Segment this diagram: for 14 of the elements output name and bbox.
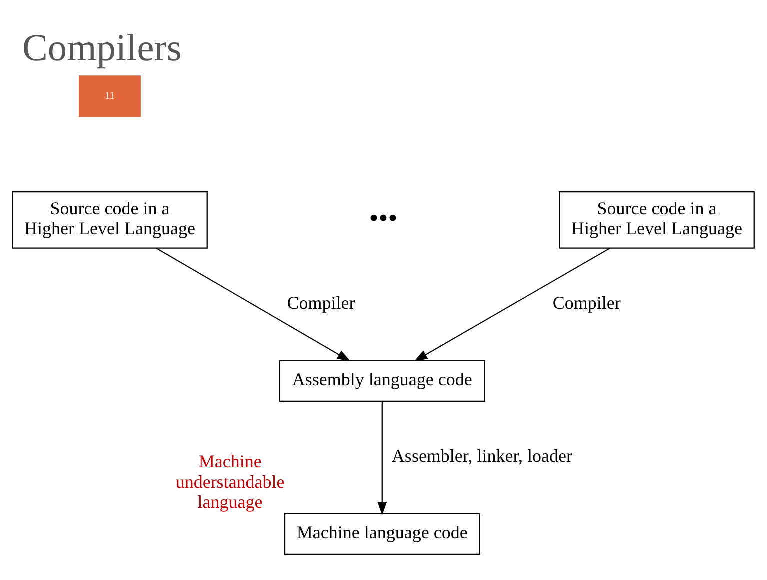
edge-label: Assembler, linker, loader	[392, 446, 572, 466]
label: •••	[369, 203, 398, 234]
node-box: Source code in a Higher Level Language	[559, 192, 755, 249]
edge-label: Compiler	[552, 292, 621, 313]
node-label: Machine understandable language	[176, 452, 285, 512]
label: 11	[105, 90, 115, 102]
arrow	[414, 248, 610, 362]
node-box: Source code in a Higher Level Language	[12, 192, 208, 249]
node-box: Assembly language code	[279, 360, 486, 402]
node-box: Machine language code	[284, 513, 480, 556]
arrow	[156, 248, 351, 362]
diagram-title: Compilers	[22, 28, 182, 70]
edge-label: Compiler	[287, 292, 356, 313]
arrow	[378, 402, 388, 516]
